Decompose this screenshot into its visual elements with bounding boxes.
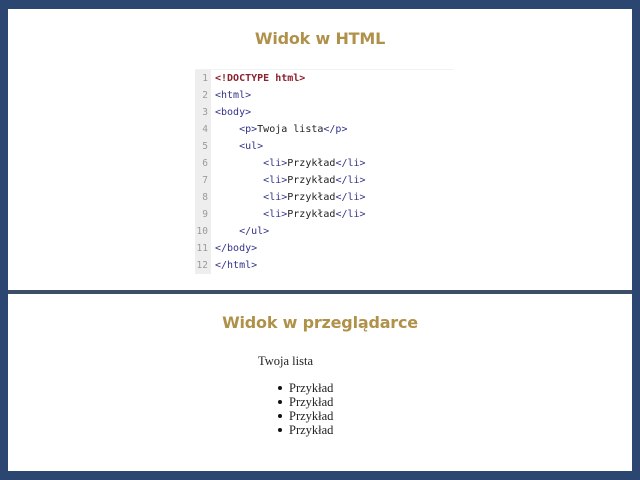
code-tag: <body> (215, 107, 252, 118)
bullet-icon (278, 428, 282, 432)
code-line: 8 <li>Przykład</li> (195, 189, 453, 206)
code-indent (215, 226, 239, 237)
code-indent (215, 175, 263, 186)
code-tag: </li> (335, 175, 366, 186)
list-item: Przykład (276, 423, 333, 437)
line-number: 1 (195, 70, 211, 87)
code-tag: </li> (335, 158, 366, 169)
code-tag: <li> (263, 209, 288, 220)
code-tag: <html> (215, 90, 252, 101)
code-tag: <p> (239, 124, 258, 135)
code-tag: <!DOCTYPE html> (215, 73, 306, 84)
list-item-text: Przykład (289, 395, 334, 409)
code-content: Przykład (287, 175, 336, 186)
code-tag: </p> (323, 124, 348, 135)
code-text: <li>Przykład</li> (211, 206, 366, 223)
code-editor: 1 <!DOCTYPE html> 2 <html> 3 <body> 4 <p>Twoja… (195, 69, 453, 279)
code-indent (215, 192, 263, 203)
code-line: 4 <p>Twoja lista</p> (195, 121, 453, 138)
code-text: <li>Przykład</li> (211, 172, 366, 189)
line-number: 4 (195, 121, 211, 138)
line-number: 9 (195, 206, 211, 223)
list-item: Przykład (276, 381, 333, 395)
line-number: 12 (195, 257, 211, 274)
code-line: 6 <li>Przykład</li> (195, 155, 453, 172)
code-line: 5 <ul> (195, 138, 453, 155)
code-line: 3 <body> (195, 104, 453, 121)
bullet-icon (278, 414, 282, 418)
line-number: 5 (195, 138, 211, 155)
code-tag: </body> (215, 243, 258, 254)
browser-view-panel: Widok w przeglądarce Twoja lista Przykła… (8, 294, 632, 471)
panel-divider (8, 290, 632, 294)
code-line: 12 </html> (195, 257, 453, 274)
code-text: <li>Przykład</li> (211, 189, 366, 206)
code-text: <ul> (211, 138, 263, 155)
browser-view-title: Widok w przeglądarce (222, 313, 418, 332)
code-text: <body> (211, 104, 251, 121)
list-item-text: Przykład (289, 381, 334, 395)
line-number: 10 (195, 223, 211, 240)
code-tag: <li> (263, 158, 288, 169)
code-text: <html> (211, 87, 251, 104)
code-tag: </ul> (239, 226, 270, 237)
line-number: 6 (195, 155, 211, 172)
html-view-title: Widok w HTML (254, 29, 386, 48)
code-text: </ul> (211, 223, 269, 240)
code-line: 11 </body> (195, 240, 453, 257)
code-indent (215, 124, 239, 135)
line-number: 2 (195, 87, 211, 104)
code-line: 2 <html> (195, 87, 453, 104)
code-tag: </li> (335, 209, 366, 220)
code-tag: <li> (263, 175, 288, 186)
code-line: 1 <!DOCTYPE html> (195, 70, 453, 87)
code-indent (215, 158, 263, 169)
code-text: <li>Przykład</li> (211, 155, 366, 172)
code-content: Twoja lista (257, 124, 324, 135)
code-content: Przykład (287, 158, 336, 169)
code-tag: </li> (335, 192, 366, 203)
list-item-text: Przykład (289, 423, 334, 437)
code-tag: <li> (263, 192, 288, 203)
code-content: Przykład (287, 192, 336, 203)
rendered-paragraph: Twoja lista (258, 354, 314, 368)
line-number: 8 (195, 189, 211, 206)
code-indent (215, 209, 263, 220)
line-number: 11 (195, 240, 211, 257)
line-number: 3 (195, 104, 211, 121)
code-indent (215, 141, 239, 152)
code-text: </body> (211, 240, 257, 257)
bullet-icon (278, 400, 282, 404)
code-text: <!DOCTYPE html> (211, 70, 305, 87)
code-content: Przykład (287, 209, 336, 220)
list-item: Przykład (276, 409, 333, 423)
bullet-icon (278, 386, 282, 390)
code-text: <p>Twoja lista</p> (211, 121, 347, 138)
code-line: 10 </ul> (195, 223, 453, 240)
code-line: 9 <li>Przykład</li> (195, 206, 453, 223)
line-number: 7 (195, 172, 211, 189)
list-item: Przykład (276, 395, 333, 409)
code-tag: </html> (215, 260, 258, 271)
list-item-text: Przykład (289, 409, 334, 423)
code-tag: <ul> (239, 141, 264, 152)
code-line: 7 <li>Przykład</li> (195, 172, 453, 189)
html-view-panel: Widok w HTML 1 <!DOCTYPE html> 2 <html> 3 <bo… (8, 9, 632, 290)
code-text: </html> (211, 257, 257, 274)
